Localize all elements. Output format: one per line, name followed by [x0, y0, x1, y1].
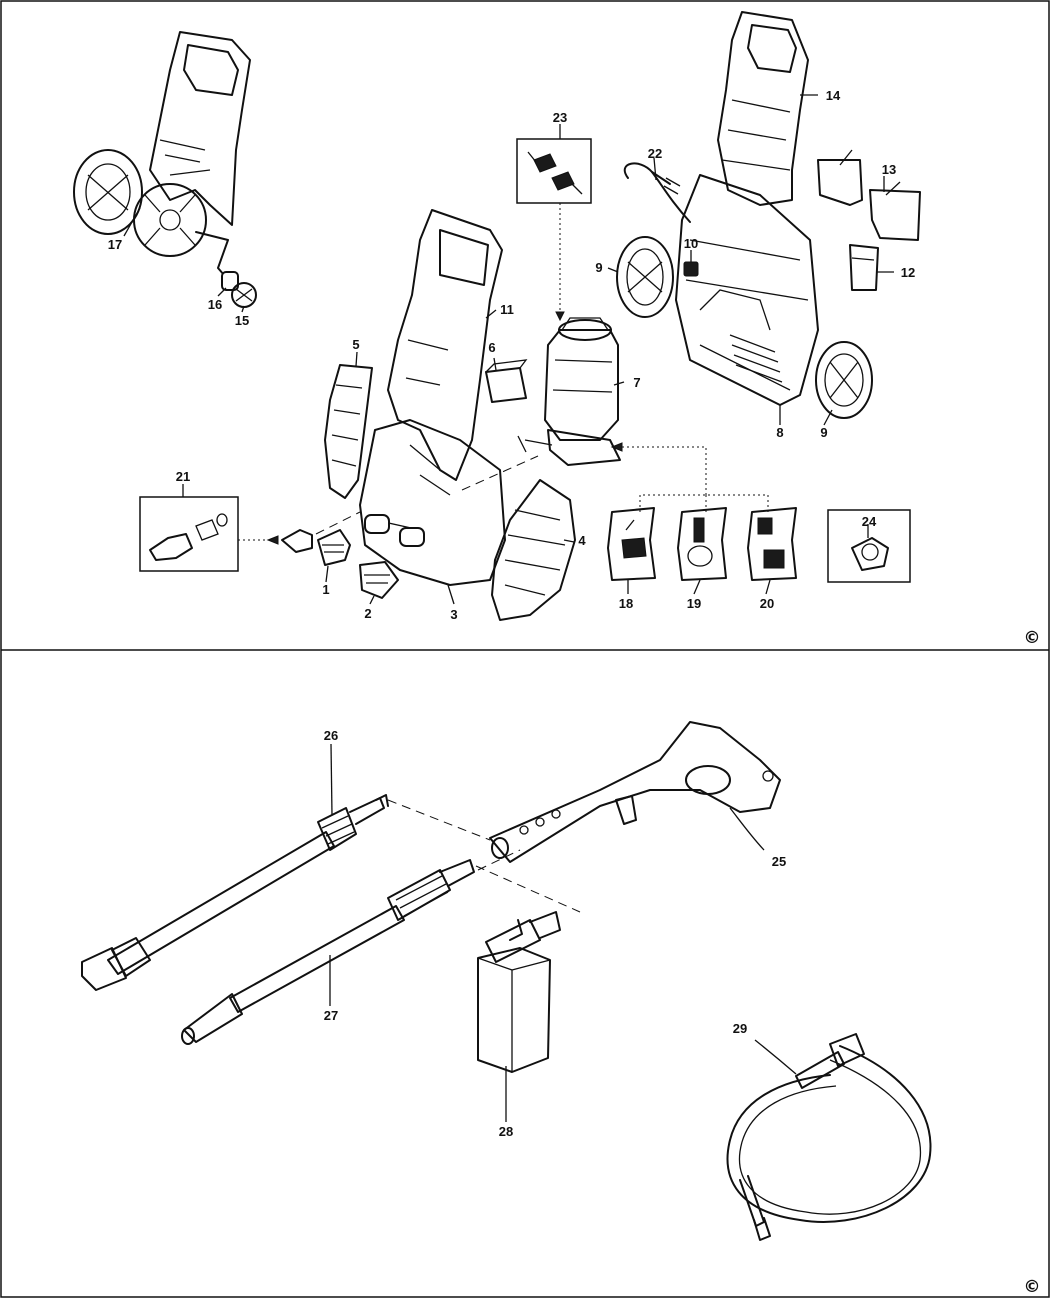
part-9-wheel-right	[815, 341, 873, 419]
part-14-frame	[717, 11, 809, 206]
callout-9-right: 9	[820, 425, 827, 440]
callout-25: 25	[772, 854, 786, 869]
callout-4: 4	[578, 533, 586, 548]
part-29-hose	[726, 1033, 932, 1241]
callout-20: 20	[760, 596, 774, 611]
callout-3: 3	[450, 607, 457, 622]
part-3-front-casing	[359, 419, 506, 586]
part-26-lance	[81, 794, 389, 991]
callout-16: 16	[208, 297, 222, 312]
leader-lines-bottom	[329, 743, 797, 1122]
callout-18: 18	[619, 596, 633, 611]
assembly-line	[315, 511, 361, 535]
callout-11: 11	[500, 302, 514, 317]
callout-5: 5	[352, 337, 359, 352]
leader-lines-top	[123, 94, 894, 605]
part-19-seal-kit	[677, 507, 727, 581]
callout-24: 24	[862, 514, 877, 529]
callout-labels: 1 2 3 4 5 6 7 8 9 9 10 11 12 13 14 15 16…	[108, 88, 915, 1139]
part-10-switch	[683, 261, 699, 277]
callout-7: 7	[633, 375, 640, 390]
callout-2: 2	[364, 606, 371, 621]
part-25-spray-gun	[489, 721, 781, 863]
part-4-side-panel	[491, 479, 576, 621]
part-18-seal-kit	[607, 507, 656, 581]
callout-23: 23	[553, 110, 567, 125]
part-24-connector	[827, 509, 911, 583]
part-9-wheel-left	[616, 236, 674, 318]
callout-27: 27	[324, 1008, 338, 1023]
callout-29: 29	[733, 1021, 747, 1036]
callout-21: 21	[176, 469, 190, 484]
part-27-spray-lance	[181, 859, 475, 1045]
part-5-side-panel	[324, 364, 373, 499]
inlet-connector	[266, 529, 313, 553]
callout-6: 6	[488, 340, 495, 355]
callout-1: 1	[322, 582, 329, 597]
copyright-mark-top: ©	[1024, 628, 1041, 648]
callout-9-left: 9	[595, 260, 602, 275]
callout-13: 13	[882, 162, 896, 177]
part-28-detergent-bottle	[477, 911, 561, 1073]
seal-kit-leader	[610, 442, 769, 512]
part-2-grille	[359, 561, 399, 599]
part-21-inlet-kit	[139, 496, 268, 572]
callout-22: 22	[648, 146, 662, 161]
callout-10: 10	[684, 236, 698, 251]
callout-28: 28	[499, 1124, 513, 1139]
callout-8: 8	[776, 425, 783, 440]
part-12-accessory-holder	[849, 244, 879, 291]
part-13-hose-holder	[817, 149, 921, 241]
callout-14: 14	[826, 88, 841, 103]
part-1-grille	[317, 529, 351, 566]
callout-15: 15	[235, 313, 249, 328]
part-11-housing	[387, 209, 503, 481]
part-23-carbon-brushes	[516, 138, 592, 322]
part-7-motor-pump	[517, 317, 621, 466]
callout-12: 12	[901, 265, 915, 280]
callout-19: 19	[687, 596, 701, 611]
part-22-power-cord	[624, 162, 691, 223]
part-17-hose-reel-frame	[73, 31, 257, 308]
part-6-switch-box	[485, 359, 528, 403]
assembly-lines-bottom	[387, 799, 581, 913]
part-8-base-chassis	[675, 174, 819, 406]
copyright-mark-bottom: ©	[1024, 1277, 1041, 1297]
callout-26: 26	[324, 728, 338, 743]
part-20-seal-kit	[747, 507, 797, 581]
callout-17: 17	[108, 237, 122, 252]
